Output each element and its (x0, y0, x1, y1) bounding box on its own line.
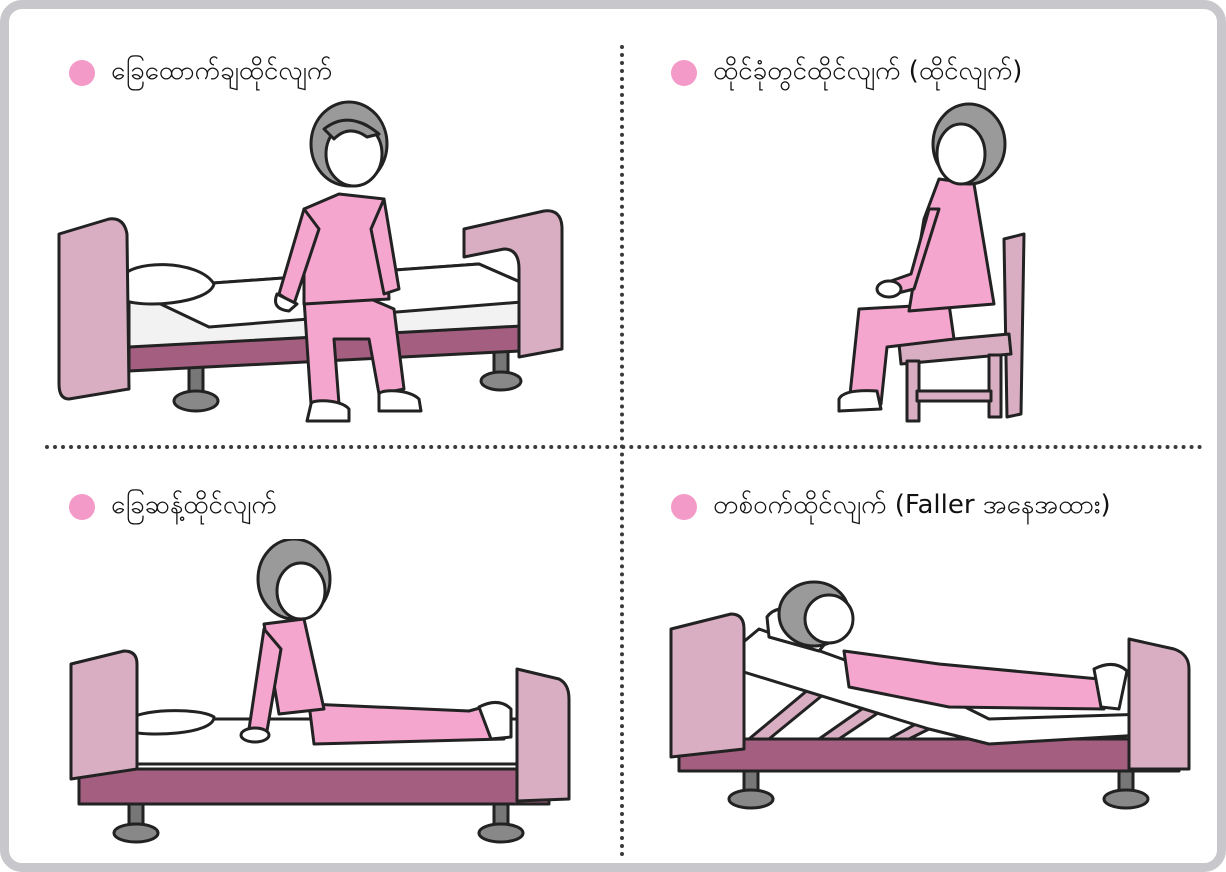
pink-dot-icon (671, 60, 697, 86)
caption-panel-2: ထိုင်ခုံတွင်ထိုင်လျက် (ထိုင်လျက်) (671, 53, 1022, 92)
pink-dot-icon (69, 494, 95, 520)
vertical-dotted-divider (620, 45, 624, 857)
semi-reclined-bed-illustration (649, 569, 1209, 819)
caption-panel-3: ခြေဆန့်ထိုင်လျက် (69, 487, 277, 526)
caption-text: တစ်ဝက်ထိုင်လျက် (Faller အနေအထား) (713, 487, 1111, 526)
caption-text: ခြေထောက်ချထိုင်လျက် (111, 53, 332, 92)
caption-text: ထိုင်ခုံတွင်ထိုင်လျက် (ထိုင်လျက်) (713, 53, 1022, 92)
caption-text: ခြေဆန့်ထိုင်လျက် (111, 487, 277, 526)
legs-stretched-sitting-illustration (49, 539, 589, 859)
pink-dot-icon (671, 494, 697, 520)
caption-panel-4: တစ်ဝက်ထိုင်လျက် (Faller အနေအထား) (671, 487, 1111, 526)
pink-dot-icon (69, 60, 95, 86)
caption-panel-1: ခြေထောက်ချထိုင်လျက် (69, 53, 332, 92)
horizontal-dotted-divider (45, 445, 1203, 449)
chair-sitting-illustration (649, 99, 1209, 429)
bed-edge-sitting-illustration (49, 99, 589, 429)
